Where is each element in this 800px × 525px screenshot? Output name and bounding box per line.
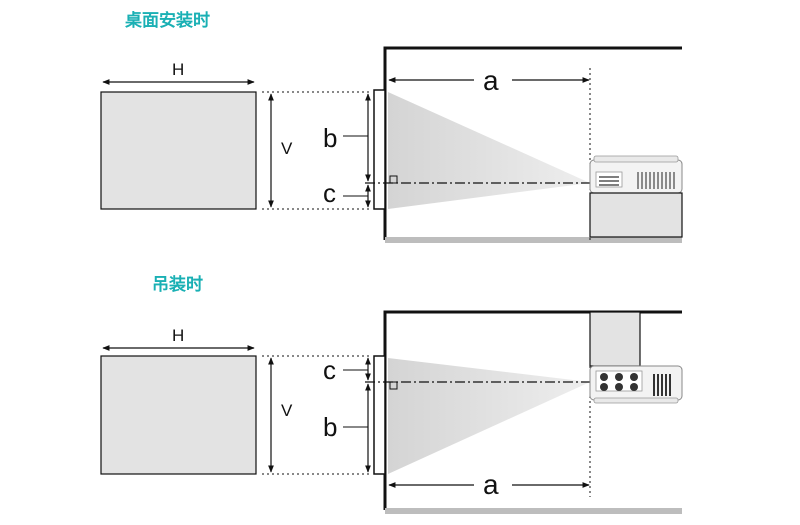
desktop-a-label-bg [474, 64, 512, 94]
desktop-a-label: a [483, 65, 499, 96]
desktop-screen [100, 91, 257, 210]
ceiling-c-label: c [323, 355, 336, 385]
ceiling-floor [385, 508, 682, 514]
projector-icon [589, 365, 683, 404]
ceiling-screen-side [373, 355, 386, 475]
desktop-table [589, 192, 683, 238]
ceiling-h-label: H [172, 326, 184, 345]
desktop-c-label: c [323, 178, 336, 208]
desktop-right-angle [389, 175, 398, 184]
ceiling-screen [100, 355, 257, 475]
ceiling-a-label: a [483, 469, 499, 500]
ceiling-light-beam [388, 358, 590, 474]
ceiling-right-angle [389, 381, 398, 390]
desktop-install-title: 桌面安装时 [125, 11, 210, 31]
desktop-diagram: H V b c a [100, 46, 683, 243]
projector-icon [589, 155, 683, 194]
ceiling-a-label-bg [474, 468, 512, 498]
ceiling-diagram: H V c b a [100, 310, 683, 514]
ceiling-b-label: b [323, 412, 337, 442]
ceiling-v-label: V [281, 401, 293, 420]
desktop-screen-side [373, 89, 386, 210]
desktop-floor [385, 237, 682, 243]
desktop-h-label: H [172, 60, 184, 79]
desktop-b-label: b [323, 123, 337, 153]
desktop-v-label: V [281, 139, 293, 158]
desktop-light-beam [388, 92, 590, 209]
ceiling-install-title: 吊装时 [152, 275, 203, 295]
ceiling-mount [589, 311, 641, 367]
